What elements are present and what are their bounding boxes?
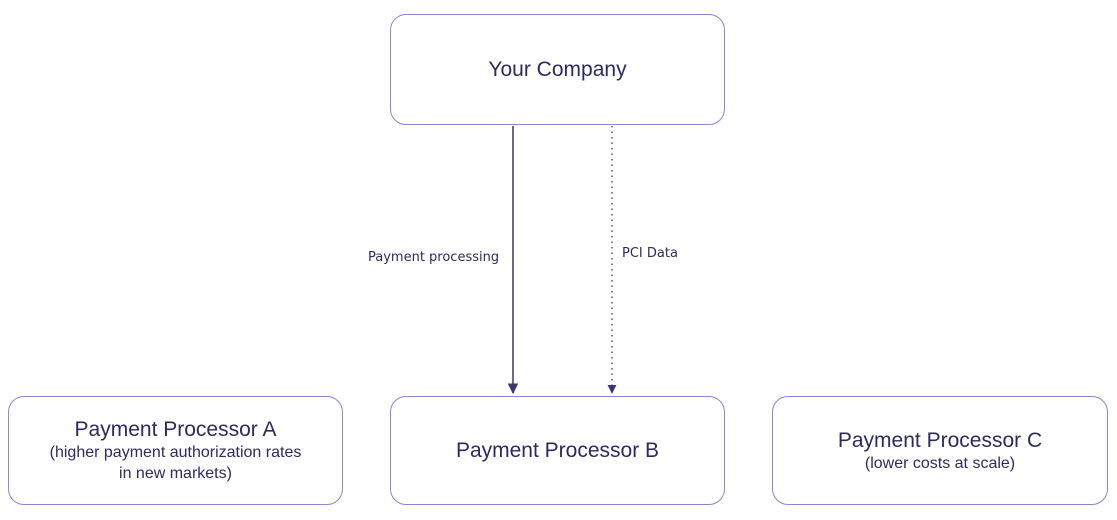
payment-processor-c-node: Payment Processor C (lower costs at scal… <box>772 396 1108 505</box>
your-company-node: Your Company <box>390 14 725 125</box>
payment-processor-a-node: Payment Processor A (higher payment auth… <box>8 396 343 505</box>
payment-processor-a-subtitle-line2: in new markets) <box>119 465 232 482</box>
payment-processor-a-title: Payment Processor A <box>74 418 277 441</box>
payment-processor-c-title: Payment Processor C <box>837 428 1043 452</box>
payment-processor-c-subtitle: (lower costs at scale) <box>864 454 1016 472</box>
payment-processor-b-node: Payment Processor B <box>390 396 725 505</box>
pci-data-label: PCI Data <box>622 246 678 261</box>
your-company-title: Your Company <box>488 58 627 81</box>
payment-processor-b-title: Payment Processor B <box>455 439 660 462</box>
payment-processing-label: Payment processing <box>368 250 500 265</box>
payment-processor-a-subtitle-line1: (higher payment authorization rates <box>49 444 302 461</box>
